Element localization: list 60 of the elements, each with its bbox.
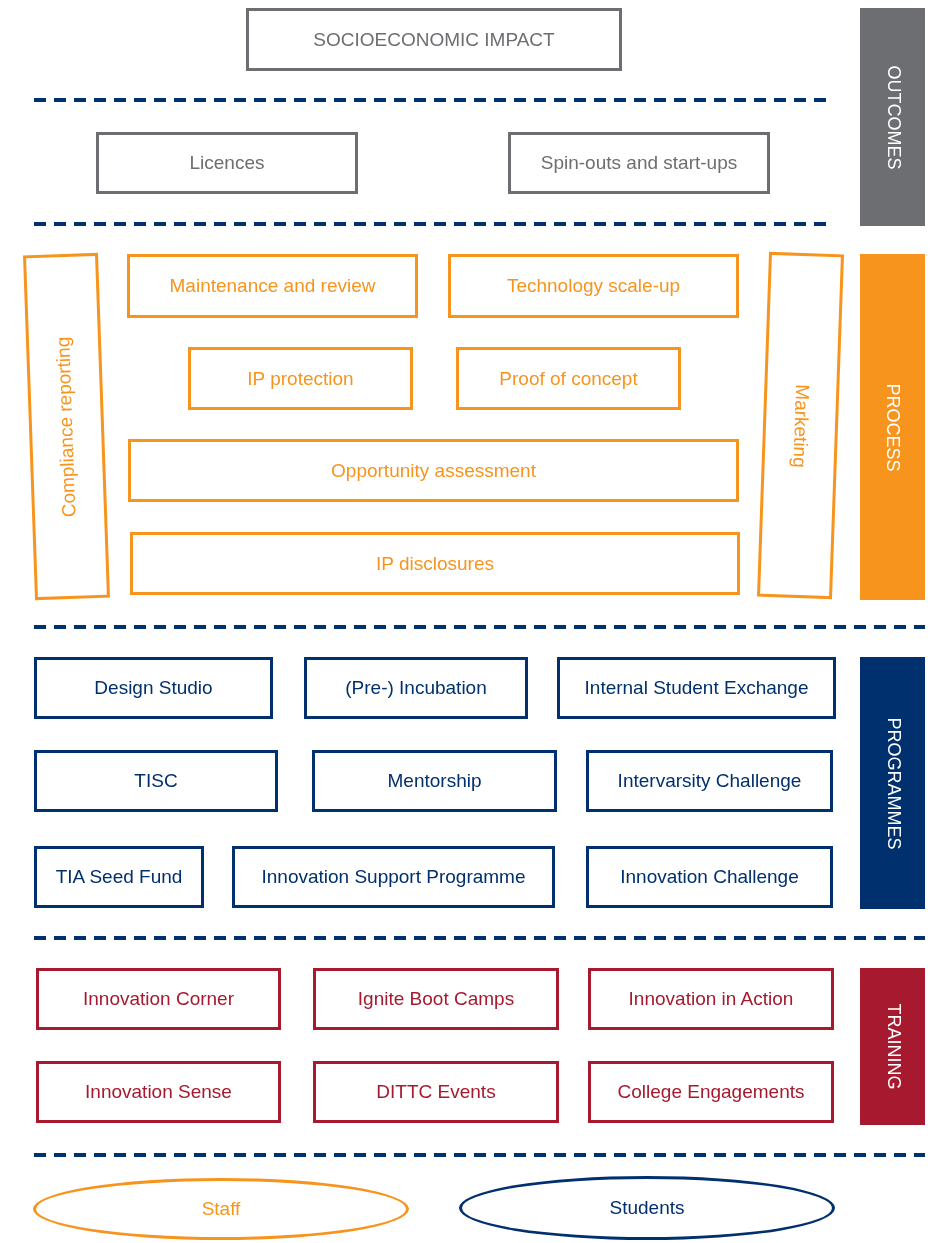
- box-label: Licences: [189, 152, 265, 174]
- section-band: [860, 657, 925, 909]
- section-band: [860, 968, 925, 1125]
- process-box: [36, 968, 281, 1030]
- process-box: [588, 968, 834, 1030]
- process-box: [448, 254, 739, 318]
- process-box: [246, 8, 622, 71]
- process-box: [508, 132, 770, 194]
- process-box: [232, 846, 555, 908]
- box-label: Innovation Sense: [85, 1081, 232, 1103]
- process-box: [586, 846, 833, 908]
- process-box: [96, 132, 358, 194]
- section-label: PROCESS: [882, 383, 903, 471]
- box-label: SOCIOECONOMIC IMPACT: [313, 28, 555, 51]
- box-label: TIA Seed Fund: [55, 866, 183, 888]
- box-label: Proof of concept: [499, 367, 638, 390]
- box-label: Mentorship: [387, 770, 482, 792]
- box-label: IP disclosures: [376, 552, 494, 575]
- box-label: Opportunity assessment: [331, 459, 536, 482]
- process-box: [557, 657, 836, 719]
- process-box: [586, 750, 833, 812]
- process-box: [588, 1061, 834, 1123]
- box-label: Innovation in Action: [628, 988, 794, 1010]
- process-box: [130, 532, 740, 595]
- box-label: College Engagements: [617, 1081, 805, 1103]
- process-box: [313, 968, 559, 1030]
- box-label: Spin-outs and start-ups: [540, 152, 738, 174]
- section-band: [860, 254, 925, 600]
- box-label: Intervarsity Challenge: [617, 770, 802, 792]
- box-label: IP protection: [247, 367, 354, 390]
- box-label: Students: [609, 1197, 685, 1219]
- process-box: [456, 347, 681, 410]
- process-box: [312, 750, 557, 812]
- box-label: Marketing: [788, 383, 813, 468]
- process-box: [127, 254, 418, 318]
- box-label: Design Studio: [94, 677, 213, 699]
- process-box: [313, 1061, 559, 1123]
- box-label: Staff: [201, 1198, 241, 1220]
- box-label: Innovation Corner: [82, 988, 234, 1010]
- process-box: [128, 439, 739, 502]
- process-box: [34, 846, 204, 908]
- box-label: Compliance reporting: [52, 335, 81, 518]
- box-label: Ignite Boot Camps: [357, 988, 515, 1010]
- box-label: TISC: [134, 770, 178, 792]
- process-box: [188, 347, 413, 410]
- section-label: TRAINING: [882, 1003, 903, 1090]
- section-band: [860, 8, 925, 226]
- box-label: DITTC Events: [376, 1081, 496, 1103]
- process-box: [34, 657, 273, 719]
- process-box: [34, 750, 278, 812]
- box-label: Innovation Challenge: [620, 866, 799, 888]
- box-label: Internal Student Exchange: [584, 677, 809, 699]
- process-box: [36, 1061, 281, 1123]
- box-label: Innovation Support Programme: [261, 866, 526, 888]
- box-label: Technology scale-up: [506, 275, 681, 297]
- box-label: Maintenance and review: [169, 275, 376, 297]
- section-label: PROGRAMMES: [882, 717, 903, 849]
- box-label: (Pre-) Incubation: [345, 677, 487, 699]
- process-box: [304, 657, 528, 719]
- section-label: OUTCOMES: [882, 65, 903, 169]
